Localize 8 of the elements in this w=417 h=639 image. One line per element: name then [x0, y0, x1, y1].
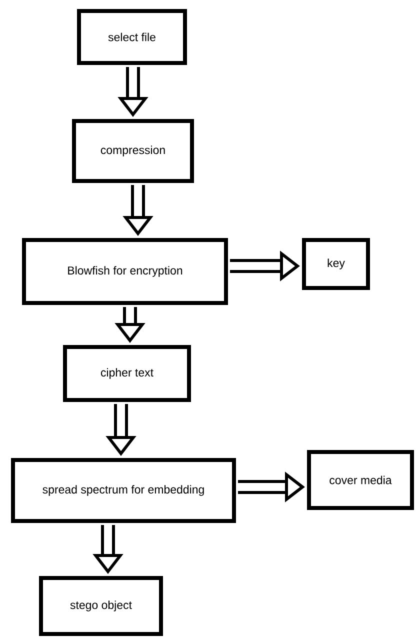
process-box: cover media [307, 450, 414, 510]
process-box: stego object [39, 576, 163, 636]
process-box: cipher text [63, 345, 191, 402]
process-box: key [302, 238, 370, 290]
process-box: Blowfish for encryption [22, 238, 228, 305]
process-box: spread spectrum for embedding [11, 458, 236, 523]
process-box: compression [72, 119, 194, 183]
process-box: select file [77, 9, 187, 65]
